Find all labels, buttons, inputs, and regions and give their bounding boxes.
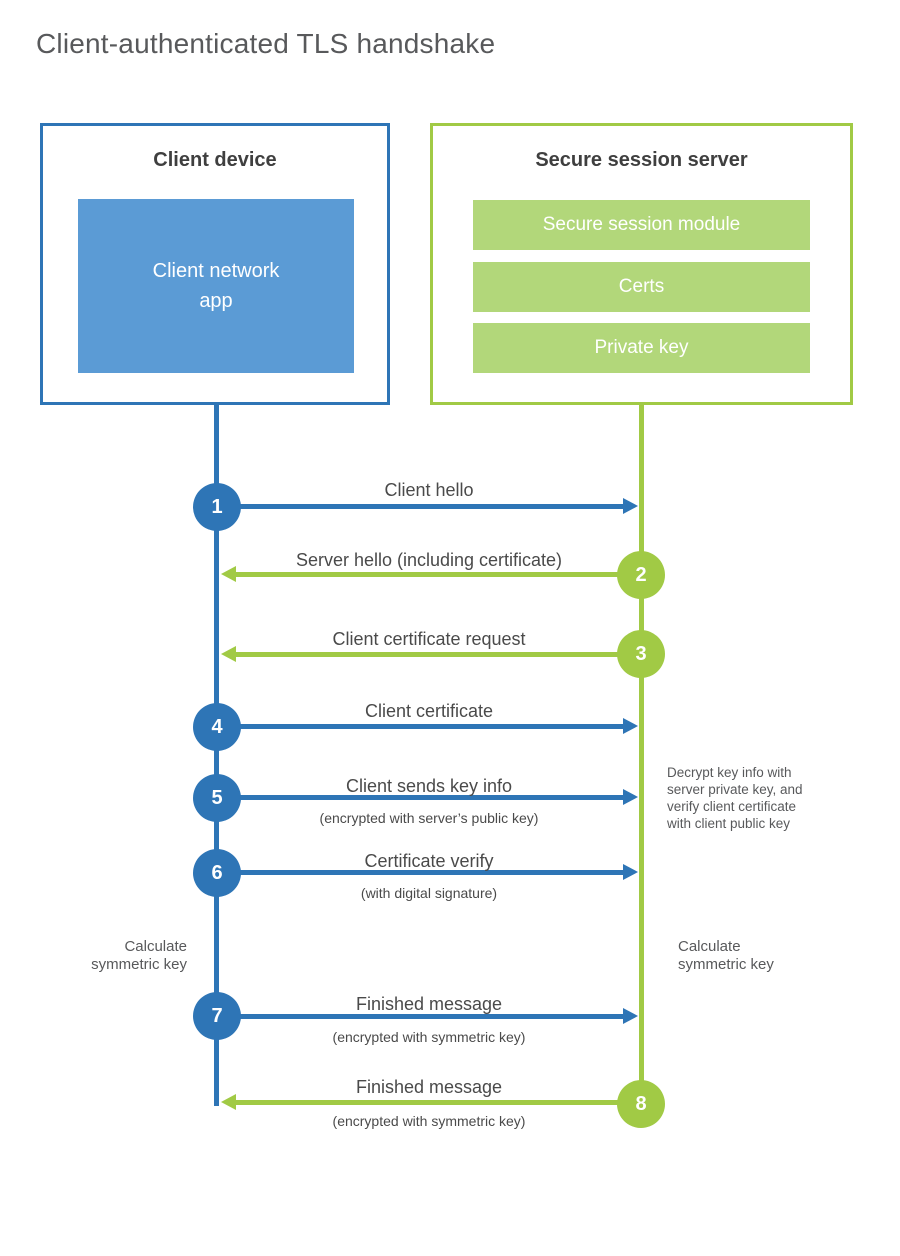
note-calc-left-line-1: Calculate (124, 938, 187, 955)
note-decrypt-key-info: Decrypt key info with server private key… (667, 764, 842, 832)
step-circle-1: 1 (193, 483, 241, 531)
note-decrypt-line-2: server private key, and (667, 782, 803, 797)
server-module-certs: Certs (473, 262, 810, 312)
client-network-app-label: Client network app (152, 260, 280, 312)
client-network-app-box: Client network app (78, 199, 354, 373)
label-certificate-verify: Certificate verify (364, 851, 494, 871)
step-circle-7: 7 (193, 992, 241, 1040)
label-finished-message-client: Finished message (355, 994, 503, 1014)
sublabel-client-sends-key-info: (encrypted with server’s public key) (319, 810, 539, 826)
client-lifeline (214, 405, 219, 1106)
note-calc-left-line-2: symmetric key (91, 955, 187, 973)
label-client-certificate: Client certificate (364, 701, 494, 721)
note-calculate-symmetric-key-server: Calculate symmetric key (678, 938, 828, 973)
arrow-client-sends-key-info (217, 789, 638, 805)
label-client-sends-key-info: Client sends key info (345, 776, 513, 796)
label-client-hello: Client hello (384, 480, 474, 500)
sublabel-finished-message-client: (encrypted with symmetric key) (332, 1029, 526, 1045)
secure-session-server-title: Secure session server (535, 149, 748, 171)
server-module-secure-session: Secure session module (473, 200, 810, 250)
note-decrypt-line-1: Decrypt key info with (667, 765, 792, 780)
note-decrypt-line-4: with client public key (667, 816, 791, 831)
arrow-client-hello (217, 498, 638, 514)
label-finished-message-server: Finished message (355, 1077, 503, 1097)
page-title: Client-authenticated TLS handshake (36, 28, 496, 59)
step-circle-6: 6 (193, 849, 241, 897)
note-calc-right-line-2: symmetric key (678, 955, 774, 973)
step-circle-4: 4 (193, 703, 241, 751)
label-client-certificate-request: Client certificate request (332, 629, 526, 649)
note-calc-right-line-1: Calculate (678, 938, 741, 955)
arrow-finished-message-client (217, 1008, 638, 1024)
step-circle-8: 8 (617, 1080, 665, 1128)
arrow-client-certificate-request (221, 646, 641, 662)
sublabel-finished-message-server: (encrypted with symmetric key) (332, 1113, 526, 1129)
arrow-certificate-verify (217, 864, 638, 880)
step-circle-2: 2 (617, 551, 665, 599)
note-calculate-symmetric-key-client: Calculate symmetric key (37, 938, 187, 973)
client-device-title: Client device (153, 149, 277, 171)
note-decrypt-line-3: verify client certificate (667, 799, 797, 814)
arrow-client-certificate (217, 718, 638, 734)
step-circle-5: 5 (193, 774, 241, 822)
sublabel-certificate-verify: (with digital signature) (360, 885, 498, 901)
label-server-hello: Server hello (including certificate) (295, 550, 563, 570)
step-circle-3: 3 (617, 630, 665, 678)
server-lifeline (639, 405, 644, 1104)
arrow-server-hello (221, 566, 641, 582)
server-module-private-key: Private key (473, 323, 810, 373)
arrow-finished-message-server (221, 1094, 641, 1110)
